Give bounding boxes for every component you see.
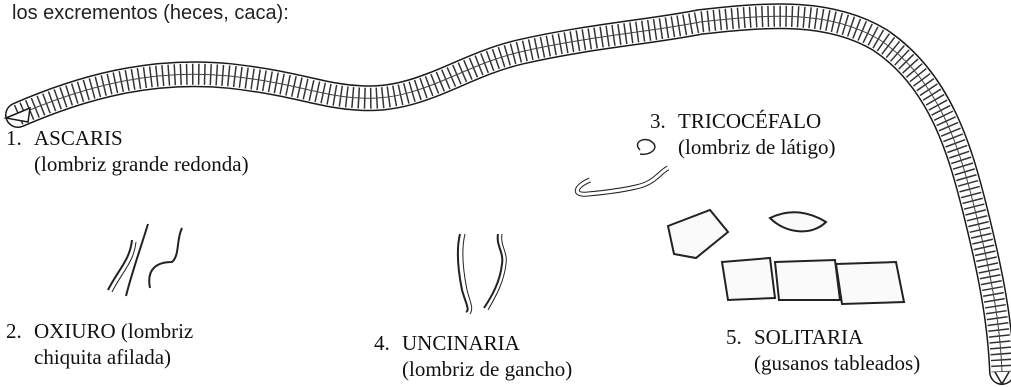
label-ascaris: 1.ASCARIS (lombriz grande redonda) [6, 125, 249, 177]
name-ascaris: ASCARIS [34, 126, 123, 150]
solitaria-worm-drawing [668, 210, 904, 304]
desc-tricocefalo: (lombriz de látigo) [650, 134, 835, 160]
oxiuro-worm-drawing [108, 224, 182, 296]
label-oxiuro: 2.OXIURO (lombriz chiquita afilada) [6, 318, 193, 370]
uncinaria-worm-drawing [458, 234, 507, 314]
desc-solitaria: (gusanos tableados) [726, 350, 920, 376]
name-solitaria: SOLITARIA [754, 325, 863, 349]
desc-oxiuro: chiquita afilada) [6, 344, 193, 370]
label-tricocefalo: 3.TRICOCÉFALO (lombriz de látigo) [650, 108, 835, 160]
name-tricocefalo: TRICOCÉFALO [678, 109, 821, 133]
name-uncinaria: UNCINARIA [402, 331, 520, 355]
desc-uncinaria: (lombriz de gancho) [374, 356, 572, 382]
label-uncinaria: 4.UNCINARIA (lombriz de gancho) [374, 330, 572, 382]
desc-ascaris: (lombriz grande redonda) [6, 151, 249, 177]
name-oxiuro: OXIURO (lombriz [34, 319, 193, 343]
label-solitaria: 5.SOLITARIA (gusanos tableados) [726, 324, 920, 376]
